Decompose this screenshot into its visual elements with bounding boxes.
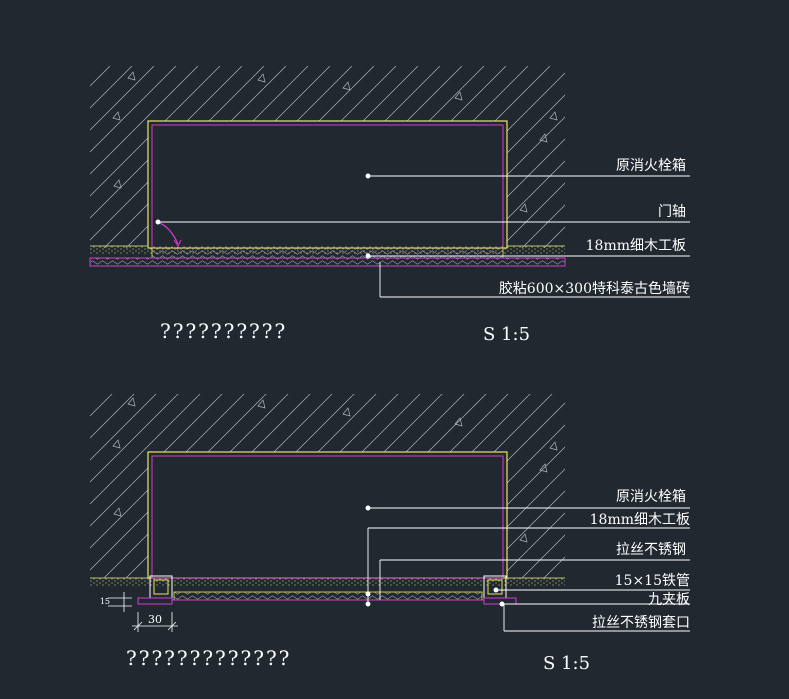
detail-1: 原消火栓箱 门轴 18mm细木工板 胶粘600×300特科泰古色墙砖 ?????… — [89, 66, 690, 345]
leaders-1 — [155, 173, 690, 298]
square-tube-right-inner — [487, 579, 503, 595]
floor-dots-2 — [90, 578, 565, 586]
board-1 — [151, 247, 504, 259]
wall-hatch-2 — [90, 394, 565, 578]
label-door-pivot: 门轴 — [658, 204, 686, 220]
tile-band-1 — [89, 257, 566, 267]
label-tile: 胶粘600×300特科泰古色墙砖 — [499, 280, 690, 297]
wall-aggregate-marks-1 — [112, 71, 558, 213]
wall-aggregate-marks-2 — [112, 397, 558, 543]
detail-2: 30 15 原消火栓箱 18mm细木工板 拉丝不锈钢 15×15铁管 九夹板 拉… — [90, 394, 690, 674]
label-trim: 拉丝不锈钢套口 — [592, 615, 690, 631]
label-board-2: 18mm细木工板 — [590, 512, 690, 528]
label-steel: 拉丝不锈钢 — [616, 542, 686, 558]
dimension-width: 30 — [148, 613, 162, 626]
label-tube: 15×15铁管 — [615, 573, 690, 589]
leaders-2 — [365, 505, 690, 632]
label-board-1: 18mm细木工板 — [586, 238, 686, 254]
board-2 — [173, 591, 483, 601]
detail-title-2: ????????????? — [126, 646, 291, 670]
label-plywood: 九夹板 — [648, 592, 690, 608]
fire-box-inner-1 — [151, 124, 504, 249]
detail-title-1: ?????????? — [160, 319, 287, 343]
label-fire-box-2: 原消火栓箱 — [616, 489, 686, 505]
wall-hatch-1 — [90, 66, 565, 248]
fire-box-outline-1 — [147, 120, 508, 249]
dimension-lines — [108, 592, 178, 632]
fire-box-outline-2 — [147, 451, 508, 579]
door-pivot-arrow — [173, 239, 182, 247]
square-tube-left-inner — [153, 579, 169, 595]
label-fire-box-1: 原消火栓箱 — [616, 158, 686, 174]
detail-scale-2: S 1:5 — [543, 653, 590, 674]
steel-trim-left — [137, 597, 173, 605]
detail-scale-1: S 1:5 — [483, 324, 530, 345]
dimension-height: 15 — [100, 597, 110, 606]
